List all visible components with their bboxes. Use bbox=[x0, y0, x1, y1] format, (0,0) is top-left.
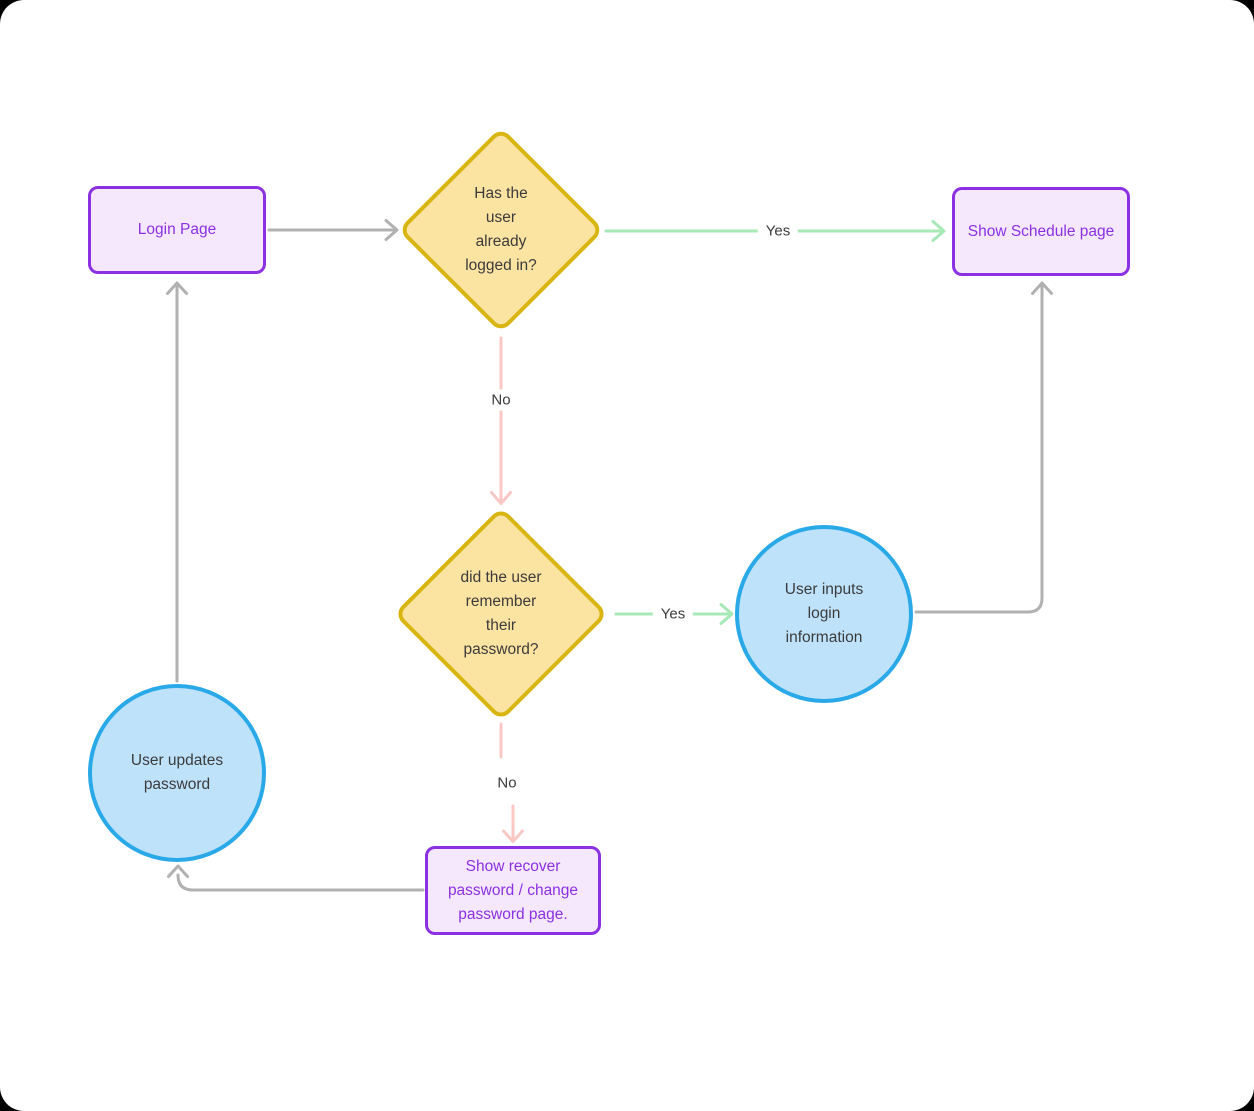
node-decision-remember-password[interactable]: did the user remember their password? bbox=[393, 506, 609, 722]
node-show-recover-password-label: Show recover password / change password … bbox=[447, 857, 579, 923]
edge-label-decision1-yes: Yes bbox=[757, 220, 799, 242]
node-show-recover-password[interactable]: Show recover password / change password … bbox=[425, 846, 601, 935]
node-user-updates-password[interactable]: User updates password bbox=[88, 684, 266, 862]
edge-label-decision1-no: No bbox=[483, 389, 519, 411]
node-login-page[interactable]: Login Page bbox=[88, 186, 266, 274]
node-login-page-label: Login Page bbox=[137, 221, 217, 238]
edge-user-inputs-to-schedule bbox=[914, 281, 1053, 614]
edge-recover-to-user-updates bbox=[167, 864, 425, 892]
edge-label-decision2-no: No bbox=[489, 772, 525, 794]
edge-label-decision2-yes: Yes bbox=[652, 603, 694, 625]
edge-decision1-no-to-decision2 bbox=[490, 336, 512, 505]
node-decision-has-user-logged-in[interactable]: Has the user already logged in? bbox=[396, 125, 606, 335]
node-user-inputs-login-label: User inputs login information bbox=[784, 581, 864, 646]
node-user-updates-password-label: User updates password bbox=[130, 752, 224, 793]
node-show-schedule-page[interactable]: Show Schedule page bbox=[952, 187, 1130, 276]
node-decision-remember-password-label: did the user remember their password? bbox=[460, 569, 542, 658]
edge-decision2-no-to-recover bbox=[499, 722, 524, 843]
node-show-schedule-page-label: Show Schedule page bbox=[967, 222, 1115, 240]
edge-user-updates-to-login bbox=[166, 281, 188, 683]
node-user-inputs-login[interactable]: User inputs login information bbox=[735, 525, 913, 703]
node-decision-has-user-logged-in-label: Has the user already logged in? bbox=[465, 185, 537, 274]
edge-login-to-decision1 bbox=[267, 219, 399, 241]
